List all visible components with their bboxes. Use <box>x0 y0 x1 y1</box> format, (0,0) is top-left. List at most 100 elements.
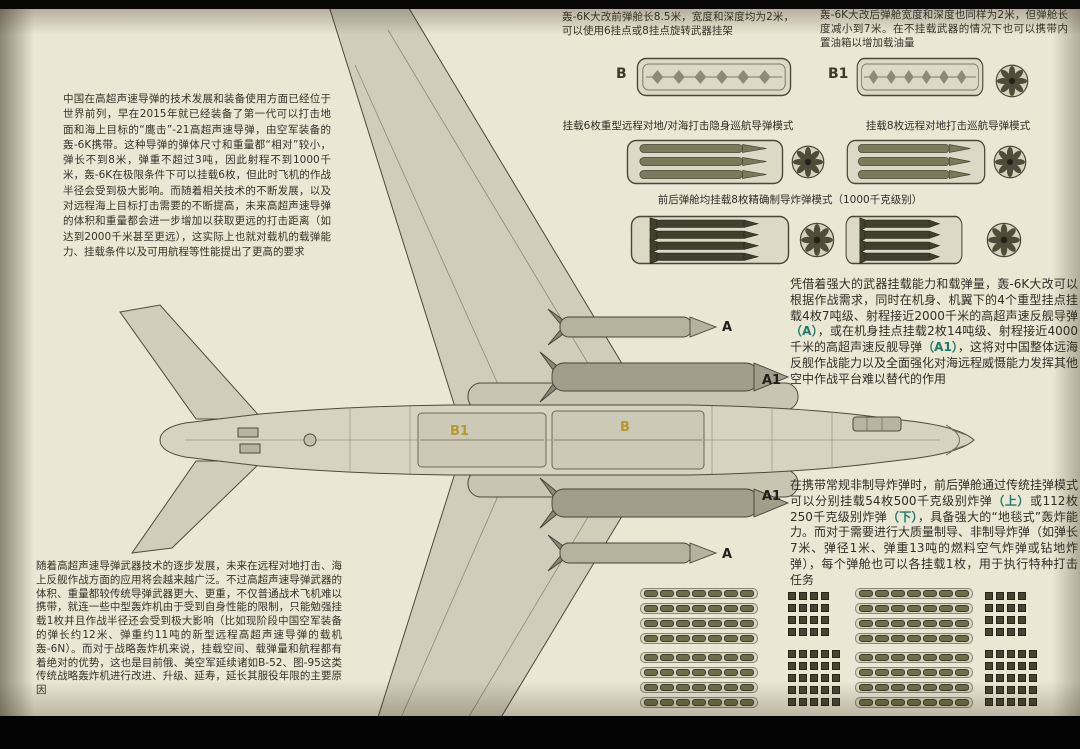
bomb-icon <box>708 699 722 706</box>
bomb-icon <box>939 654 953 661</box>
loadout-row <box>640 667 758 678</box>
bay-cruise-missiles-diagram-rear <box>846 139 986 185</box>
bomb-icon <box>644 654 658 661</box>
bomb-cell-icon <box>985 686 993 694</box>
bomb-icon <box>891 620 905 627</box>
bomb-cell-icon <box>1018 686 1026 694</box>
bomb-icon <box>692 654 706 661</box>
bomb-icon <box>708 605 722 612</box>
bomb-icon <box>923 684 937 691</box>
bomb-icon <box>676 699 690 706</box>
loadout-row <box>788 698 840 706</box>
stabilizer-lower <box>130 460 264 554</box>
bomb-cell-icon <box>799 628 807 636</box>
bomb-icon <box>724 699 738 706</box>
bomb-icon <box>907 620 921 627</box>
bomb-icon <box>740 699 754 706</box>
bomb-icon <box>907 605 921 612</box>
loadout-row <box>788 628 829 636</box>
bomb-icon <box>859 684 873 691</box>
bomb-cell-icon <box>799 650 807 658</box>
bomb-cell-icon <box>799 674 807 682</box>
bomb-cell-icon <box>996 650 1004 658</box>
bomb-icon <box>676 590 690 597</box>
rotary-launcher-end-view-icon <box>790 144 826 180</box>
bomb-cell-icon <box>821 628 829 636</box>
loadout-row <box>985 616 1026 624</box>
bomb-cell-icon <box>821 674 829 682</box>
letterbox-top <box>0 0 1080 9</box>
label-a1-upper: A1 <box>762 373 781 388</box>
bomb-icon <box>955 605 969 612</box>
loadout-250kg-grid-front <box>788 650 840 706</box>
rotary-rack-diagram-6pt <box>636 57 792 97</box>
fuselage-hatch <box>303 433 317 447</box>
bomb-cell-icon <box>810 604 818 612</box>
bomb-icon <box>740 605 754 612</box>
bomb-cell-icon <box>821 616 829 624</box>
bomb-cell-icon <box>1029 662 1037 670</box>
bomb-cell-icon <box>1007 616 1015 624</box>
bomb-cell-icon <box>996 616 1004 624</box>
bomb-cell-icon <box>788 604 796 612</box>
loadout-row <box>640 633 758 644</box>
bomb-icon <box>692 669 706 676</box>
bay-guided-bombs-diagram-front <box>630 215 790 265</box>
bomb-icon <box>859 699 873 706</box>
bomb-icon <box>692 620 706 627</box>
bomb-icon <box>891 590 905 597</box>
bomb-icon <box>740 590 754 597</box>
bomb-icon <box>955 654 969 661</box>
bomb-icon <box>644 684 658 691</box>
bomb-icon <box>907 684 921 691</box>
bomb-icon <box>740 669 754 676</box>
bomb-cell-icon <box>985 650 993 658</box>
bomb-icon <box>660 699 674 706</box>
bomb-icon <box>955 620 969 627</box>
bomb-icon <box>875 635 889 642</box>
caption-8-pgm-mode: 前后弹舱均挂载8枚精确制导炸弹模式（1000千克级别） <box>657 194 923 206</box>
rotary-launcher-end-view-icon <box>994 63 1030 99</box>
label-a-upper: A <box>722 320 732 335</box>
text-segment: （A） <box>790 324 818 339</box>
bomb-icon <box>939 620 953 627</box>
bomb-icon <box>708 590 722 597</box>
bomb-icon <box>676 605 690 612</box>
bomb-icon <box>660 620 674 627</box>
bomb-icon <box>955 684 969 691</box>
loadout-row <box>855 603 973 614</box>
bomb-icon <box>955 590 969 597</box>
bomb-icon <box>859 620 873 627</box>
bomb-cell-icon <box>1007 592 1015 600</box>
bomb-icon <box>939 669 953 676</box>
bomb-icon <box>907 669 921 676</box>
text-segment: 凭借着强大的武器挂载能力和载弹量，轰-6K大改可以根据作战需求，同时在机身、机翼… <box>790 277 1078 323</box>
loadout-500kg-front <box>640 588 758 644</box>
caption-6-cruise-mode: 挂载6枚重型远程对地/对海打击隐身巡航导弹模式 <box>562 120 794 132</box>
bomb-cell-icon <box>996 674 1004 682</box>
bomb-icon <box>923 590 937 597</box>
bomb-cell-icon <box>1007 674 1015 682</box>
bomb-icon <box>660 605 674 612</box>
bomb-cell-icon <box>821 686 829 694</box>
bomb-cell-icon <box>832 698 840 706</box>
text-segment: （A1） <box>922 340 958 355</box>
bomb-icon <box>859 635 873 642</box>
bomb-icon <box>923 699 937 706</box>
bomb-icon <box>875 669 889 676</box>
bay-guided-bombs-diagram-rear <box>845 215 963 265</box>
bomb-icon <box>708 654 722 661</box>
bomb-icon <box>907 699 921 706</box>
loadout-row <box>640 697 758 708</box>
loadout-row <box>985 604 1026 612</box>
loadout-row <box>855 618 973 629</box>
bomb-icon <box>740 684 754 691</box>
bomb-cell-icon <box>788 628 796 636</box>
text-segment: （下） <box>886 509 918 524</box>
bomb-icon <box>939 605 953 612</box>
bomb-icon <box>955 669 969 676</box>
bomb-icon <box>923 654 937 661</box>
bomb-cell-icon <box>1018 662 1026 670</box>
bomb-cell-icon <box>832 674 840 682</box>
